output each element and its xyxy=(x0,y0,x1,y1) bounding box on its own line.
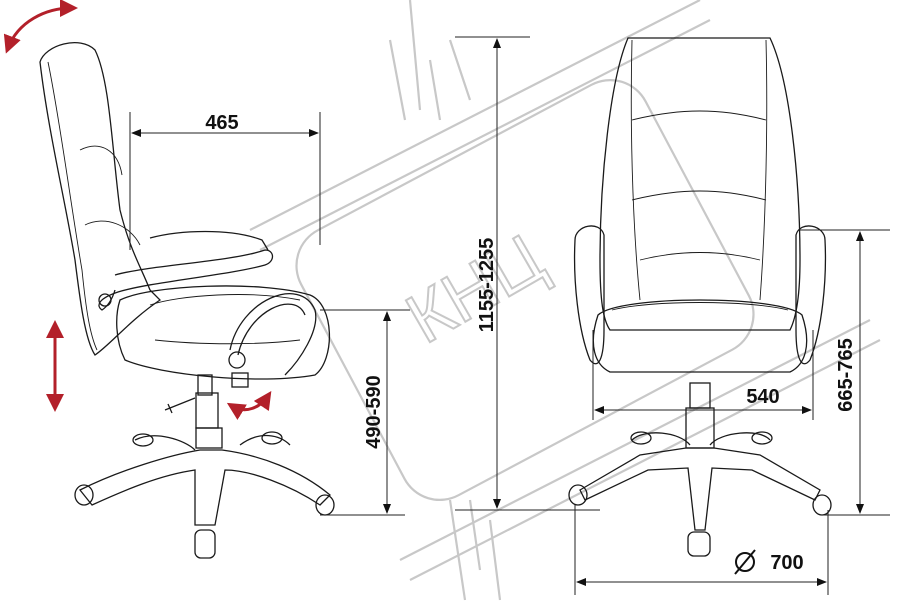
dimension-lines xyxy=(129,36,890,595)
swivel-arrow-icon xyxy=(226,391,272,420)
gas-lift-lever-knob xyxy=(231,372,249,388)
seat-height-label: 490-590 xyxy=(363,375,385,448)
seat-depth-label: 465 xyxy=(205,112,238,134)
adjustment-arrows xyxy=(3,0,272,420)
watermark-text: КНЦ xyxy=(394,219,557,358)
total-height-label: 1155-1255 xyxy=(476,238,498,333)
chair-front-view xyxy=(568,37,832,557)
chair-side-view xyxy=(39,42,335,559)
diameter-icon xyxy=(734,549,756,575)
base-diameter-label: 700 xyxy=(770,552,803,574)
seat-width-label: 540 xyxy=(746,386,779,408)
backrest-tilt-arrow-icon xyxy=(3,0,78,54)
armrest-height-label: 665-765 xyxy=(835,338,857,411)
